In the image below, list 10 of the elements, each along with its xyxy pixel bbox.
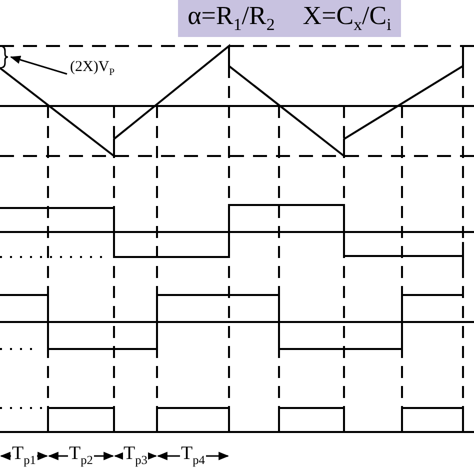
formula-text: α=R$_{1}$/R$_{2}$ (188, 1, 275, 36)
period-label: T$_{p1}$ (11, 444, 37, 470)
brace (0, 46, 8, 68)
period-label: T$_{p4}$ (180, 444, 206, 470)
leader-arrow (10, 56, 68, 75)
period-label: T$_{p3}$ (122, 444, 148, 470)
period-label: T$_{p2}$ (68, 444, 94, 470)
formula-text: X=C$_{x}$/C$_{i}$ (302, 1, 392, 36)
formula-panel (178, 0, 401, 37)
voltage-label: (2X)V$_{P}$ (70, 59, 115, 75)
